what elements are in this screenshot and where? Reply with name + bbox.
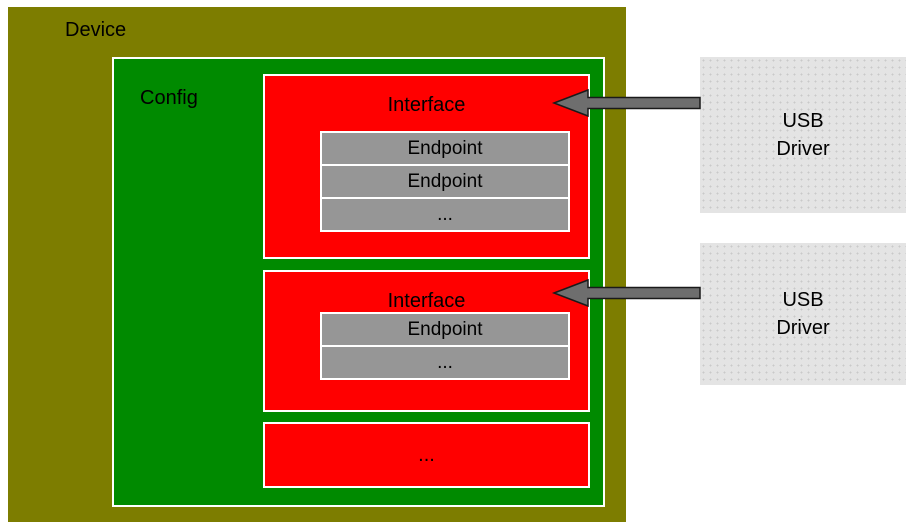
usb-driver-box-1: USB Driver	[700, 57, 906, 213]
interface-label: Interface	[387, 94, 466, 116]
endpoint-row: Endpoint	[322, 133, 568, 164]
config-label: Config	[140, 87, 198, 109]
interface-box-2: Interface Endpoint ...	[263, 270, 590, 412]
config-box: Config Interface Endpoint Endpoint ... I…	[112, 57, 605, 507]
usb-driver-label: USB Driver	[776, 107, 829, 163]
device-label: Device	[65, 19, 127, 41]
device-box: Device Config Interface Endpoint Endpoin…	[8, 7, 626, 522]
interface-label: Interface	[387, 290, 466, 312]
usb-driver-label: USB Driver	[776, 286, 829, 342]
more-interfaces-label: ...	[418, 443, 435, 466]
endpoint-list-1: Endpoint Endpoint ...	[320, 131, 570, 232]
usb-driver-line1: USB	[782, 289, 824, 311]
usb-driver-line1: USB	[782, 110, 824, 132]
usb-driver-line2: Driver	[776, 317, 830, 339]
interface-box-1: Interface Endpoint Endpoint ...	[263, 74, 590, 259]
connector-arrow-icon	[551, 278, 701, 308]
endpoint-row-more: ...	[322, 347, 568, 378]
connector-arrow-icon	[551, 88, 701, 118]
endpoint-list-2: Endpoint ...	[320, 312, 570, 380]
endpoint-row: Endpoint	[322, 314, 568, 345]
endpoint-row: Endpoint	[322, 166, 568, 197]
more-interfaces-box: ...	[263, 422, 590, 488]
usb-driver-line2: Driver	[776, 138, 830, 160]
usb-driver-box-2: USB Driver	[700, 243, 906, 385]
endpoint-row-more: ...	[322, 199, 568, 230]
